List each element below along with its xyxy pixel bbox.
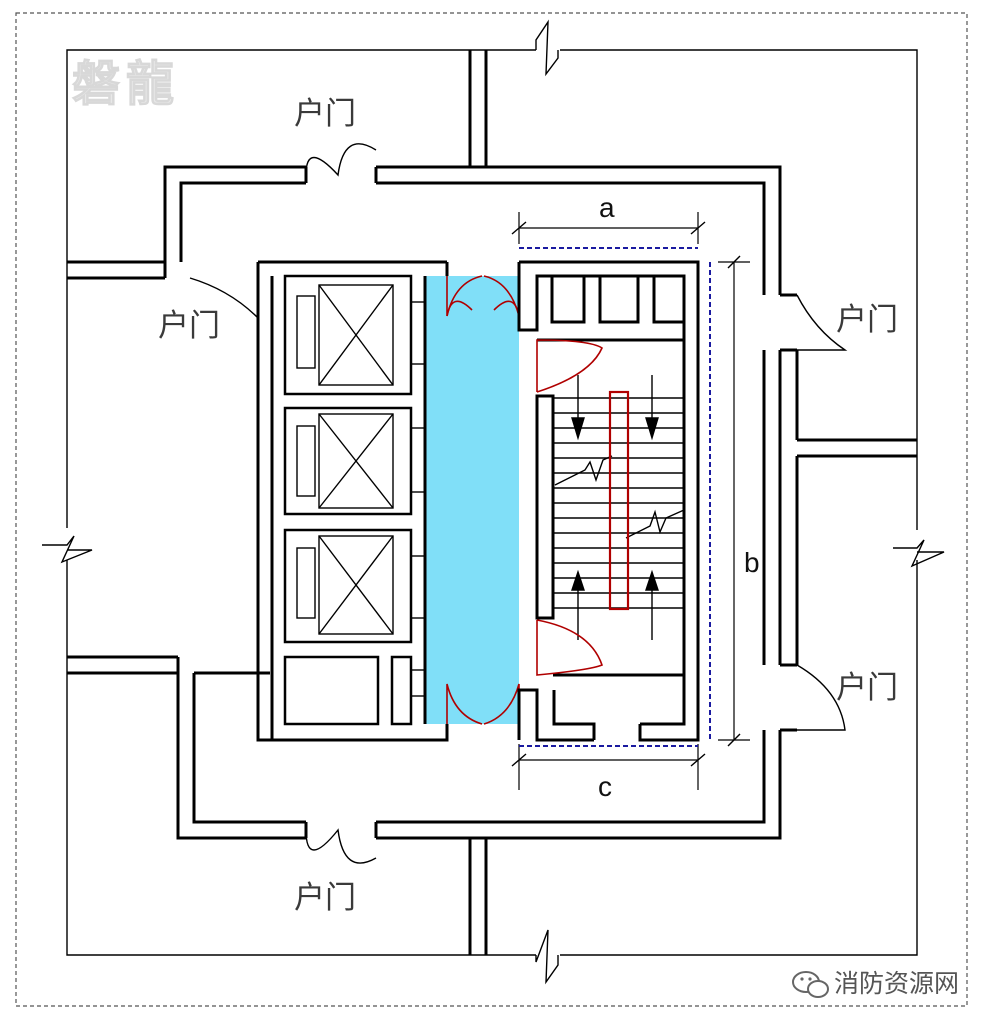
stair-outline (517, 260, 700, 742)
dimension-c (511, 744, 706, 790)
elevator-2 (283, 406, 426, 516)
corridor-door-bottom (446, 683, 520, 725)
fire-corridor (425, 276, 519, 724)
elevator-1 (283, 274, 426, 396)
break-symbol-top (535, 19, 559, 77)
stair-well (608, 390, 630, 611)
door-label-right-lower: 户门 (836, 670, 898, 706)
dimension-label-a: a (599, 192, 615, 223)
core-outline (256, 260, 449, 742)
stair-doors (536, 339, 604, 676)
break-symbol-left (42, 535, 93, 564)
dimension-label-c: c (598, 771, 612, 802)
partition-walls (67, 50, 917, 955)
stair-treads (553, 375, 685, 640)
dimension-b (709, 255, 750, 747)
lobby-ring (163, 165, 799, 840)
source-caption: 消防资源网 (834, 969, 959, 998)
break-symbol-right (893, 539, 945, 568)
elevator-3 (283, 528, 426, 644)
dimension-label-b: b (744, 547, 760, 578)
wechat-icon (792, 971, 829, 998)
break-symbol-bottom (535, 929, 559, 985)
building-outline (42, 19, 945, 985)
door-label-bottom: 户门 (294, 880, 356, 916)
dimension-a (511, 212, 706, 249)
door-label-left: 户门 (158, 308, 220, 344)
shaft-rooms (283, 655, 426, 726)
outer-dashed-frame (15, 12, 968, 1007)
door-label-top: 户门 (294, 96, 356, 132)
watermark-logo: 磐龍 (72, 56, 180, 112)
door-label-right-upper: 户门 (836, 302, 898, 338)
